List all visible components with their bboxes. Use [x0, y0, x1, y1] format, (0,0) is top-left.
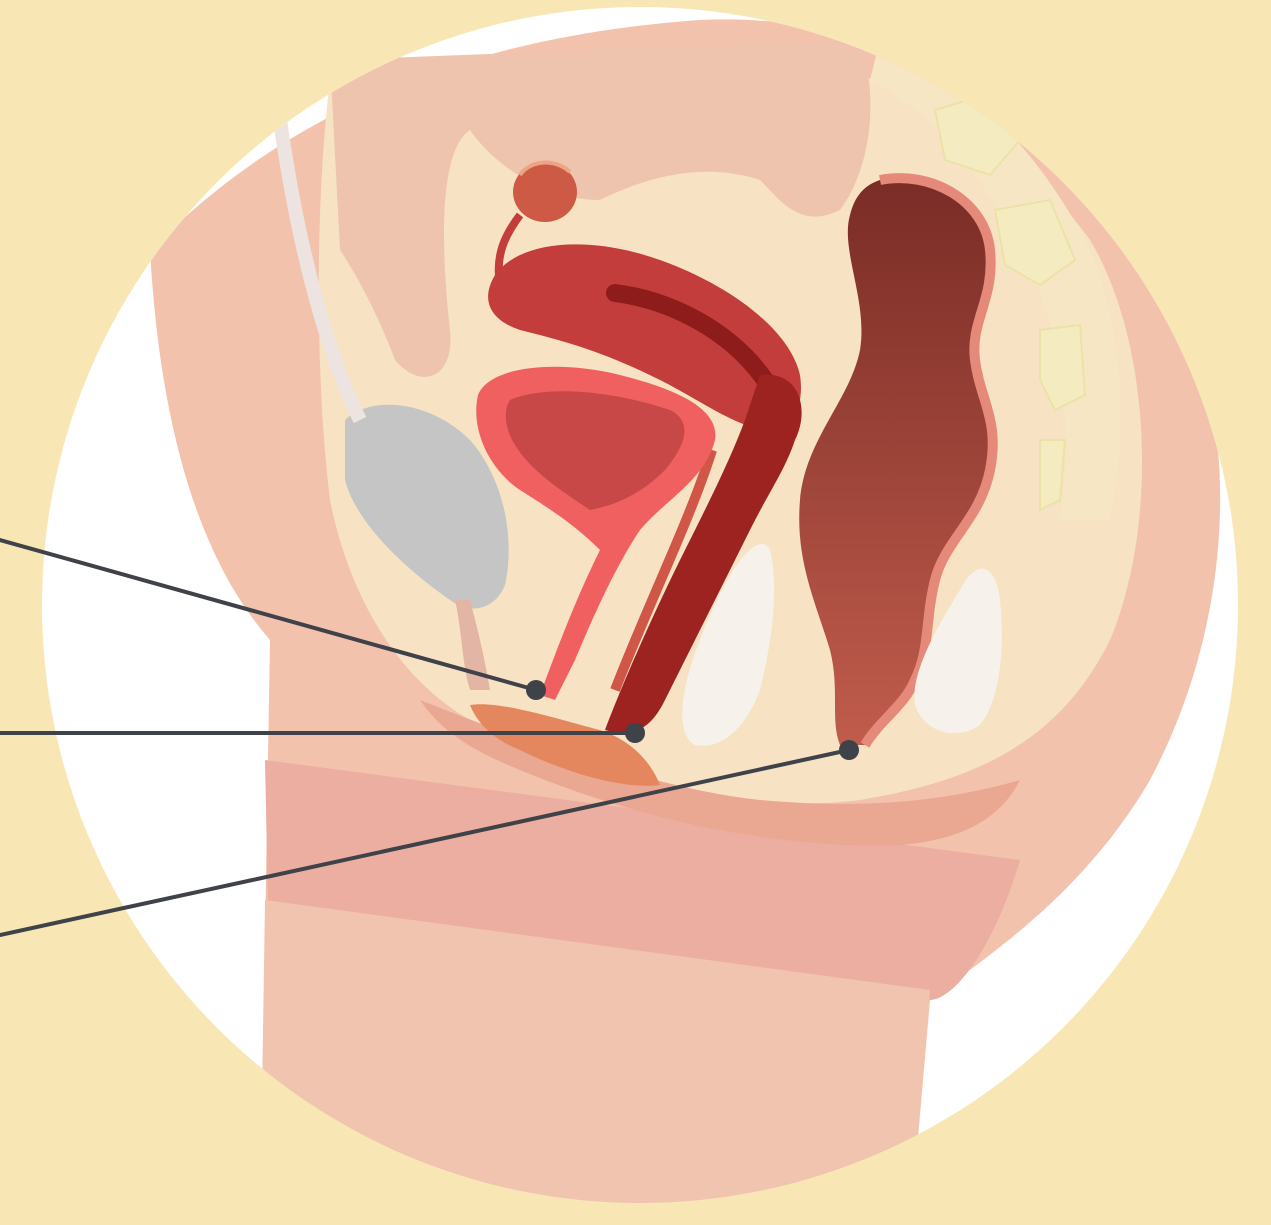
- urethra-dot-icon[interactable]: [526, 680, 546, 700]
- vagina-dot-icon[interactable]: [625, 723, 645, 743]
- anus-dot-icon[interactable]: [839, 740, 859, 760]
